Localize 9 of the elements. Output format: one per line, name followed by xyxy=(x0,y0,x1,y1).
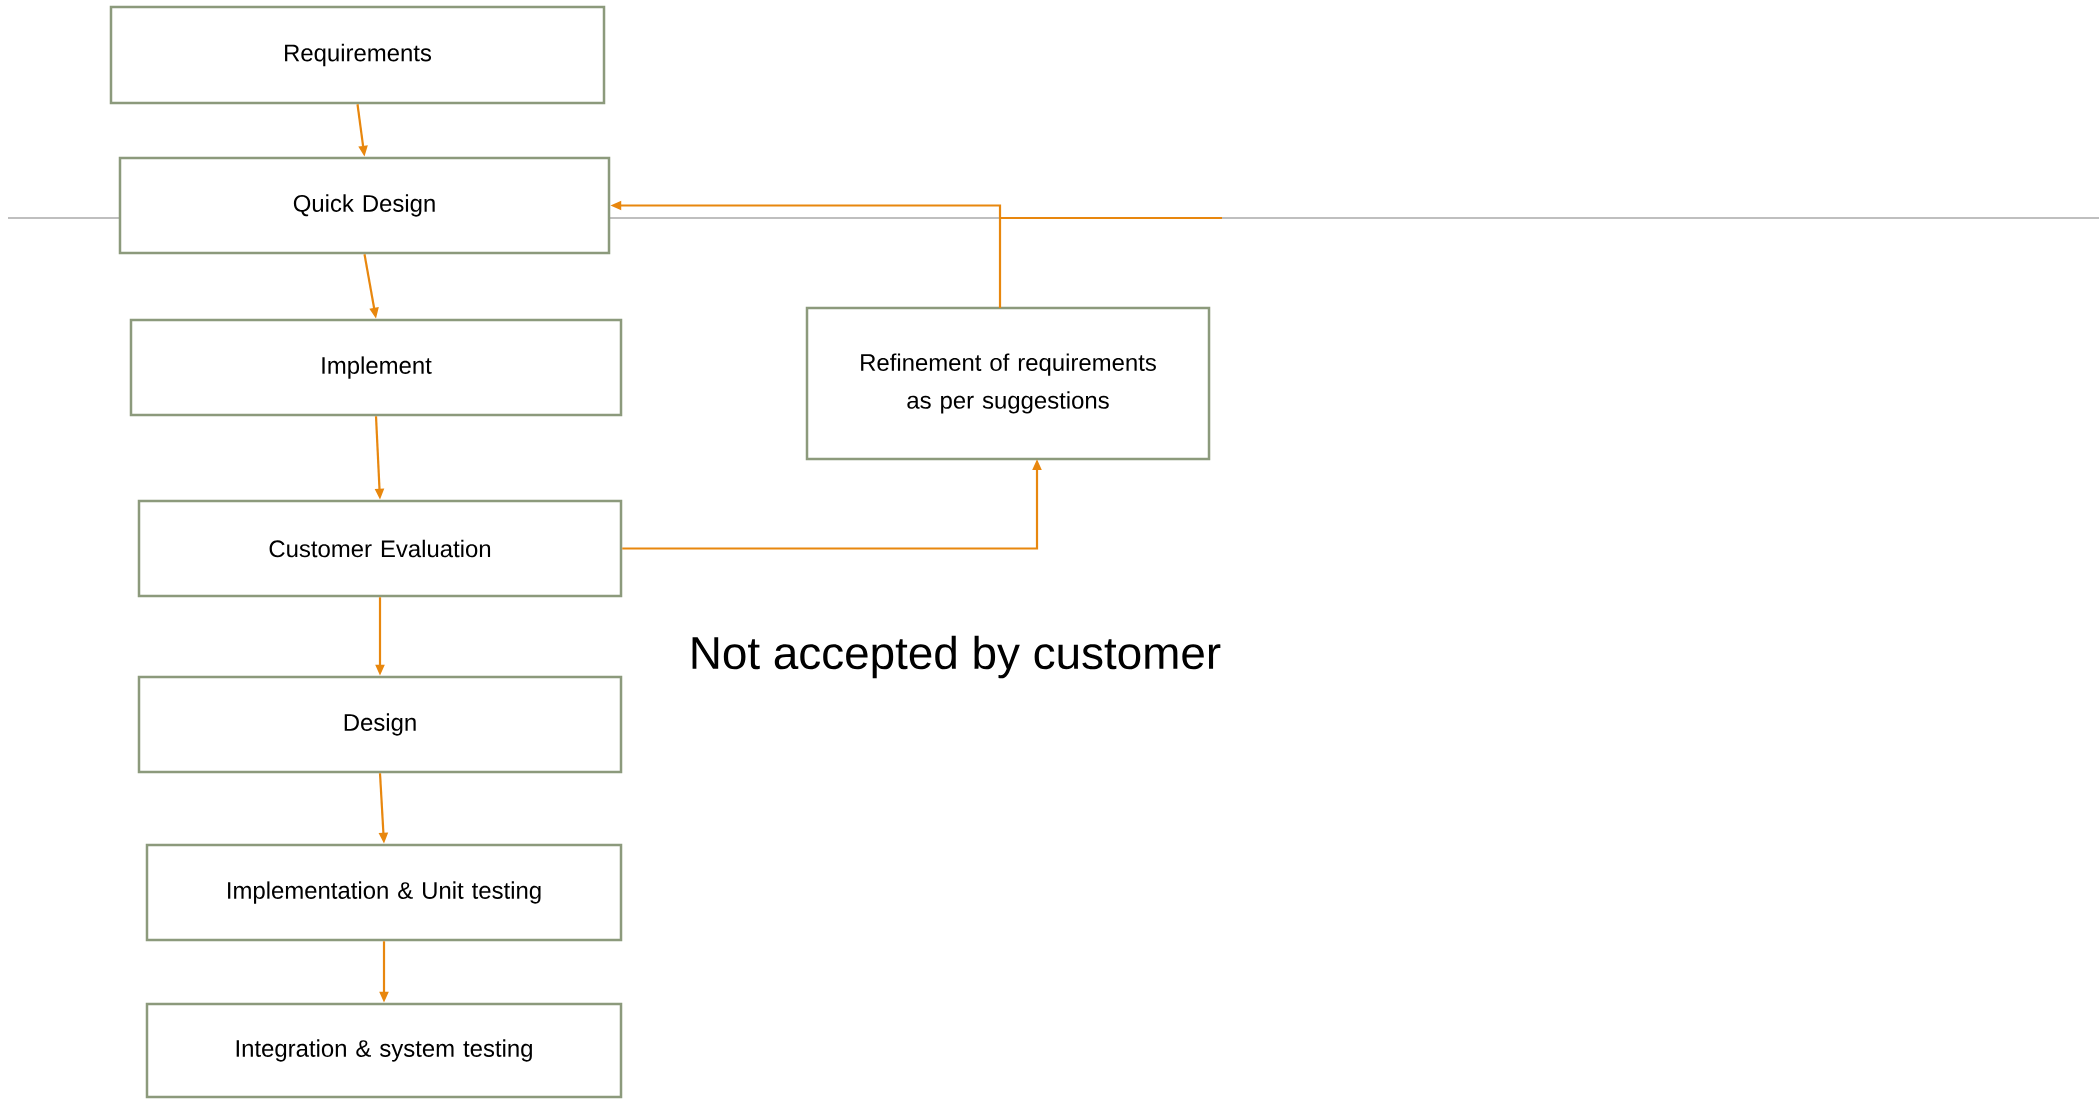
process-box: Customer Evaluation xyxy=(137,499,623,598)
process-box: Integration & system testing xyxy=(145,1002,623,1099)
process-box: Quick Design xyxy=(118,156,611,255)
process-box: Implement xyxy=(129,318,623,417)
process-box: Requirements xyxy=(109,5,606,105)
process-box: Design xyxy=(137,675,623,774)
process-box: Refinement of requirements as per suggestions xyxy=(805,306,1211,461)
note-text: Not accepted by customer xyxy=(692,635,1221,679)
process-box: Implementation & Unit testing xyxy=(145,843,623,942)
